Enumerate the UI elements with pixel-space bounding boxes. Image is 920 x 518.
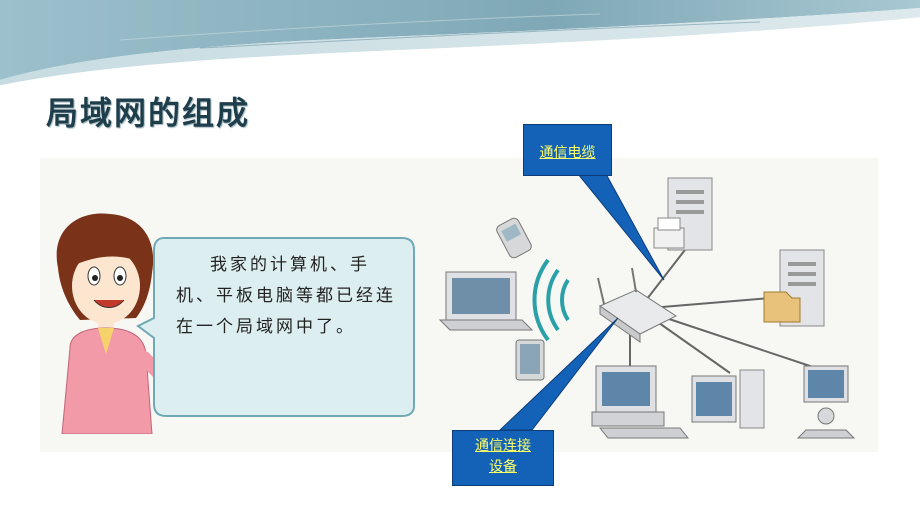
header-banner: [0, 0, 920, 87]
webcam-icon: [796, 365, 856, 439]
girl-illustration: [40, 213, 205, 452]
desktop-computer-icon-2: [691, 369, 765, 429]
speech-text: 我家的计算机、手机、平板电脑等都已经连在一个局域网中了。: [176, 255, 396, 337]
tablet-icon: [515, 339, 545, 381]
slide-title: 局域网的组成: [46, 94, 251, 132]
phone-icon: [496, 217, 532, 259]
printer-icon: [653, 217, 685, 249]
speech-bubble: [136, 237, 415, 417]
network-illustration: [40, 158, 878, 452]
connection-device-callout[interactable]: 通信连接 设备: [452, 430, 554, 486]
folder-icon: [763, 291, 801, 323]
cable-callout-label[interactable]: 通信电缆: [539, 145, 596, 161]
device-callout-line1[interactable]: 通信连接: [475, 438, 531, 454]
cable-callout[interactable]: 通信电缆: [523, 124, 612, 176]
device-callout-line2[interactable]: 设备: [489, 459, 517, 475]
